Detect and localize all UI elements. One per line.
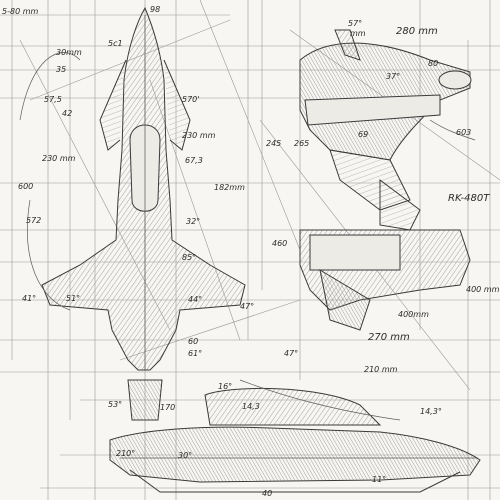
dim-label-57-mm: mm [350,29,366,38]
dim-label-230mm: 230 mm [42,154,76,163]
dim-label-85: 85° [182,253,197,262]
dim-label-16: 16° [218,382,233,391]
dim-label-35: 35 [56,65,67,74]
dim-label-170: 170 [160,403,176,412]
sketch-curves [19,52,476,421]
dim-label-400mm-a: 400 mm [466,285,500,294]
dim-label-270mm: 270 mm [368,332,410,343]
dim-label-245: 245 [266,139,282,148]
model-label-rk-480t: RK-480T [448,193,490,204]
dim-label-400mm-b: 400mm [398,310,429,319]
dim-label-5c1: 5c1 [108,39,123,48]
dim-label-top-left: 5-80 mm [2,7,39,16]
dim-label-600: 600 [18,182,34,191]
dim-label-98: 98 [150,5,161,14]
dim-label-11: 11° [372,475,387,484]
dim-label-30-deg: 30° [178,451,193,460]
dim-label-570: 570' [182,95,200,104]
dim-label-40: 40 [262,489,273,498]
dim-label-67-3: 67,3 [185,156,203,165]
dim-label-57: 57° [348,19,363,28]
dim-label-265: 265 [294,139,310,148]
dim-label-460: 460 [272,239,288,248]
dim-label-210mm: 210 mm [364,365,398,374]
dim-label-51: 51° [66,294,81,303]
dim-label-182mm: 182mm [214,183,245,192]
dim-label-41: 41° [22,294,37,303]
dim-label-44: 44° [188,295,203,304]
dim-label-603: 603 [456,128,472,137]
dim-label-210-deg: 210° [116,449,136,458]
dim-label-80: 80 [428,59,439,68]
dim-label-230mm-b: 230 mm [182,131,216,140]
side-view-lower [299,179,471,331]
dim-label-60: 60 [188,337,199,346]
dim-label-280mm: 280 mm [396,26,438,37]
dim-label-14-3: 14,3 [242,402,260,411]
dim-label-30mm: 30mm [56,48,82,57]
dim-label-572: 572 [26,216,42,225]
dim-label-37: 37° [386,72,401,81]
dim-label-42: 42 [62,109,73,118]
dim-label-47: 47° [240,302,255,311]
plan-view [41,6,246,421]
dim-label-14-3-deg: 14,3° [420,407,442,416]
dim-label-61: 61° [188,349,203,358]
dim-label-57-5: 57,5 [44,95,62,104]
side-view-bottom [109,387,481,493]
dim-label-47-b: 47° [284,349,299,358]
dim-label-69: 69 [358,130,369,139]
dim-label-32: 32° [186,217,201,226]
dim-label-53: 53° [108,400,123,409]
